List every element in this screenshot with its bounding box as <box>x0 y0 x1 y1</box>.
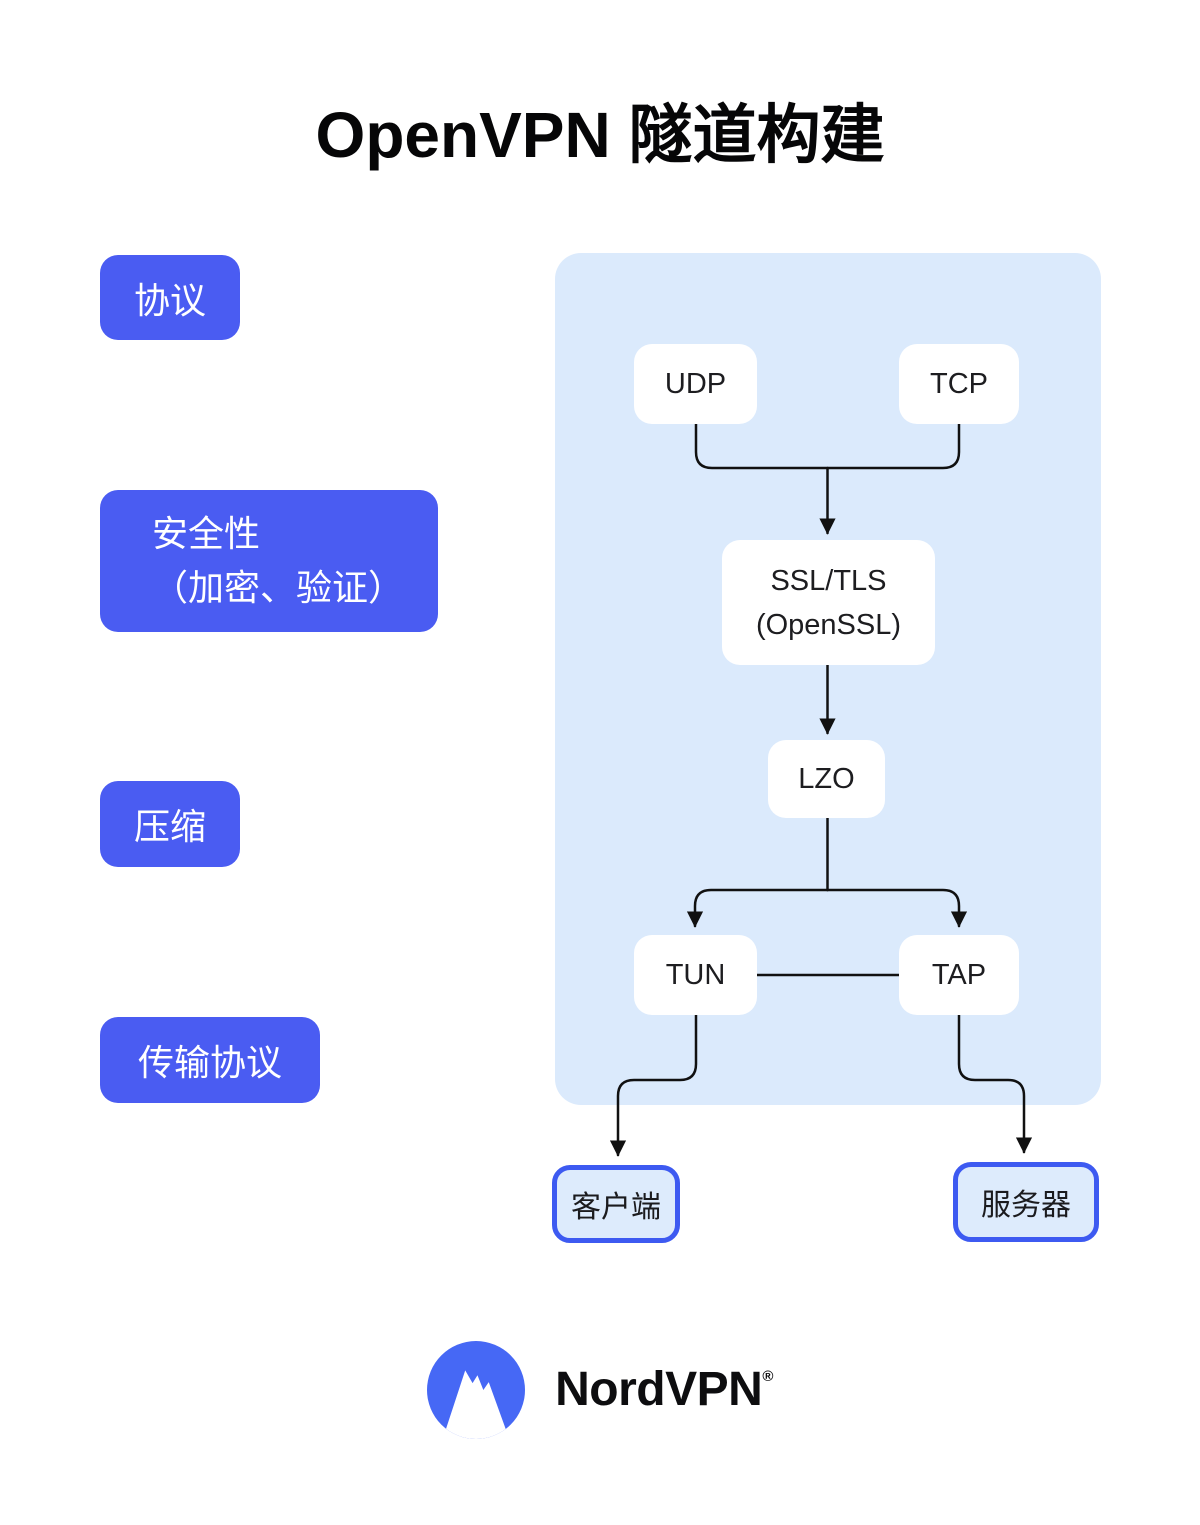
node-lzo-label: LZO <box>798 762 855 795</box>
registered-mark: ® <box>762 1368 773 1385</box>
category-label-compression: 压缩 <box>100 781 240 867</box>
node-ssl-tls-line2: (OpenSSL) <box>755 608 902 641</box>
category-label-compression-text: 压缩 <box>133 806 206 847</box>
category-label-protocol: 协议 <box>100 255 240 340</box>
brand-wordmark: NordVPN® <box>555 1366 773 1414</box>
node-ssl-tls-line1: SSL/TLS <box>770 564 887 597</box>
category-label-security-line1: 安全性 <box>152 513 261 554</box>
node-udp-label: UDP <box>664 367 727 400</box>
category-label-security: 安全性 （加密、验证） <box>100 490 438 632</box>
brand-name: NordVPN <box>555 1363 763 1416</box>
endpoint-client-label: 客户端 <box>571 1191 661 1224</box>
node-tap-label: TAP <box>931 958 987 991</box>
endpoint-server: 服务器 <box>953 1162 1099 1242</box>
node-tap: TAP <box>899 935 1019 1015</box>
nordvpn-mountain-icon <box>427 1341 526 1439</box>
node-tcp-label: TCP <box>930 367 988 400</box>
category-label-protocol-text: 协议 <box>133 279 206 321</box>
page-title: OpenVPN 隧道构建 <box>315 99 885 171</box>
node-udp: UDP <box>634 344 757 424</box>
footer-brand: NordVPN® <box>0 1340 1200 1440</box>
endpoint-client: 客户端 <box>552 1165 680 1243</box>
category-label-transport: 传输协议 <box>100 1017 320 1103</box>
node-tun: TUN <box>634 935 757 1015</box>
node-tun-label: TUN <box>665 958 726 991</box>
node-lzo: LZO <box>768 740 885 818</box>
node-tcp: TCP <box>899 344 1019 424</box>
node-ssl-tls: SSL/TLS (OpenSSL) <box>722 540 935 665</box>
category-label-security-line2: （加密、验证） <box>152 567 405 608</box>
endpoint-server-label: 服务器 <box>981 1189 1071 1222</box>
category-label-transport-text: 传输协议 <box>137 1042 282 1083</box>
